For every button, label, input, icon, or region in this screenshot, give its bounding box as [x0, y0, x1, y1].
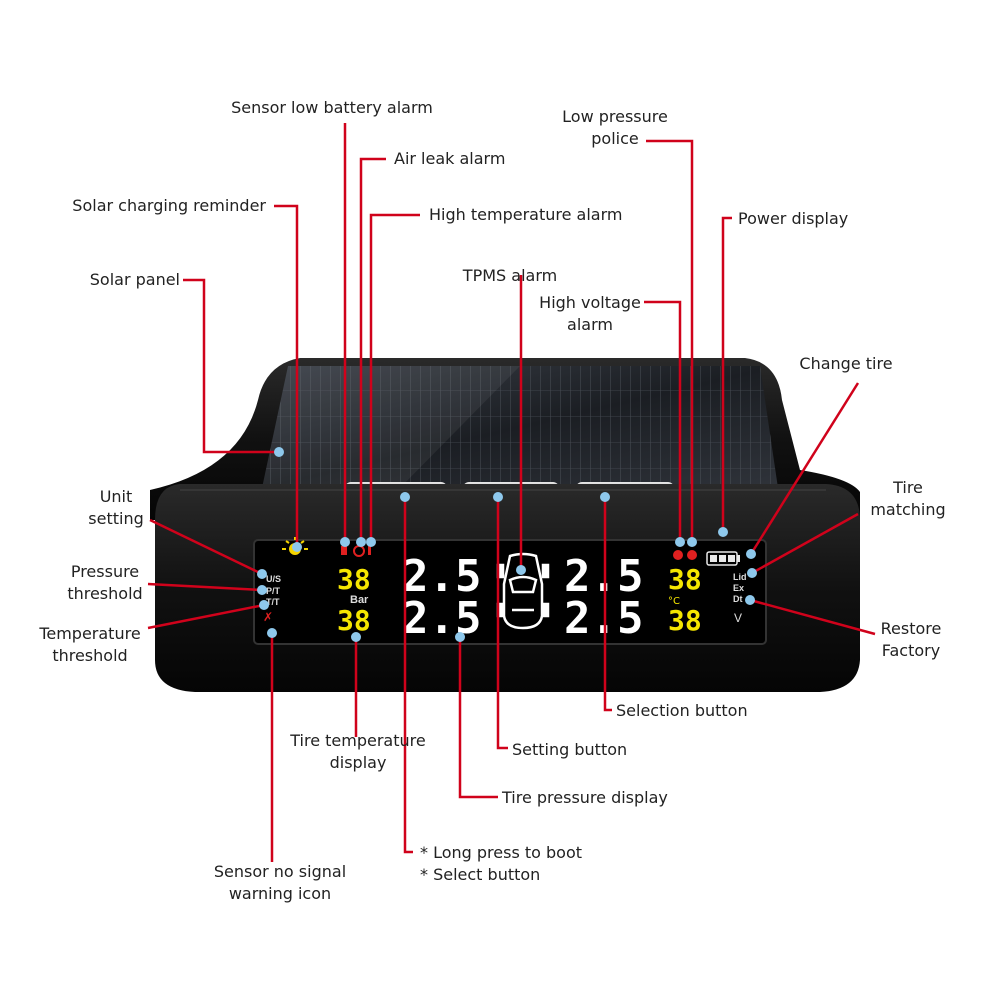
- callout-labels: Sensor low battery alarm Air leak alarm …: [38, 98, 945, 903]
- pressure-front-left: 2.5: [402, 551, 481, 602]
- unit-bar: Bar: [350, 594, 369, 606]
- temp-left-bottom: 38: [337, 604, 371, 637]
- low-pressure-icon: [687, 550, 697, 560]
- lcd-screen: U/S P/T T/T ✗ 38 Bar 38 2.5 2.5 2.5 2.5: [253, 537, 767, 645]
- thermometer-icon: [368, 545, 371, 555]
- label-power-display: Power display: [738, 209, 848, 228]
- label-pressure-threshold-1: Pressure: [71, 562, 139, 581]
- unit-volt: V: [734, 611, 742, 625]
- label-restore-factory-2: Factory: [882, 641, 940, 660]
- temp-left-top: 38: [337, 563, 371, 596]
- label-tire-temperature-2: display: [330, 753, 387, 772]
- label-solar-panel: Solar panel: [90, 270, 180, 289]
- label-change-tire: Change tire: [799, 354, 892, 373]
- menu-lid: Lid: [733, 572, 747, 582]
- label-low-pressure-1: Low pressure: [562, 107, 668, 126]
- label-setting-button: Setting button: [512, 740, 627, 759]
- menu-dt: Dt: [733, 594, 743, 604]
- label-sensor-low-battery: Sensor low battery alarm: [231, 98, 433, 117]
- label-solar-charging: Solar charging reminder: [72, 196, 266, 215]
- label-long-press-1: * Long press to boot: [420, 843, 582, 862]
- label-sensor-no-signal-1: Sensor no signal: [214, 862, 346, 881]
- label-low-pressure-2: police: [591, 129, 638, 148]
- callout-lines: [147, 123, 876, 862]
- label-unit-setting-2: setting: [88, 509, 143, 528]
- unit-celsius: °C: [668, 596, 680, 607]
- menu-pt: P/T: [266, 586, 281, 596]
- temp-right-bottom: 38: [668, 604, 702, 637]
- label-unit-setting-1: Unit: [100, 487, 133, 506]
- temp-right-top: 38: [668, 563, 702, 596]
- tpms-device: M: [150, 358, 860, 692]
- label-temperature-threshold-1: Temperature: [38, 624, 140, 643]
- sensor-battery-icon: [341, 546, 347, 555]
- label-air-leak: Air leak alarm: [394, 149, 505, 168]
- pressure-front-right: 2.5: [564, 551, 643, 602]
- label-high-voltage-2: alarm: [567, 315, 613, 334]
- no-signal-icon: ✗: [263, 610, 273, 624]
- label-selection-button: Selection button: [616, 701, 748, 720]
- menu-us: U/S: [266, 574, 281, 584]
- battery-icon: [706, 551, 740, 566]
- callout-dots: [257, 447, 757, 642]
- sun-icon: [282, 537, 308, 555]
- solar-panel: [262, 366, 778, 488]
- label-tpms-alarm: TPMS alarm: [462, 266, 557, 285]
- label-pressure-threshold-2: threshold: [67, 584, 142, 603]
- high-voltage-icon: [673, 550, 683, 560]
- label-tire-matching-1: Tire: [892, 478, 923, 497]
- menu-tt: T/T: [266, 597, 280, 607]
- label-high-voltage-1: High voltage: [539, 293, 641, 312]
- label-tire-pressure: Tire pressure display: [501, 788, 668, 807]
- label-temperature-threshold-2: threshold: [52, 646, 127, 665]
- label-tire-temperature-1: Tire temperature: [289, 731, 425, 750]
- label-high-temperature: High temperature alarm: [429, 205, 622, 224]
- label-sensor-no-signal-2: warning icon: [229, 884, 331, 903]
- label-tire-matching-2: matching: [870, 500, 945, 519]
- pressure-rear-right: 2.5: [564, 593, 643, 644]
- menu-ex: Ex: [733, 583, 744, 593]
- label-long-press-2: * Select button: [420, 865, 540, 884]
- pressure-rear-left: 2.5: [402, 593, 481, 644]
- label-restore-factory-1: Restore: [881, 619, 942, 638]
